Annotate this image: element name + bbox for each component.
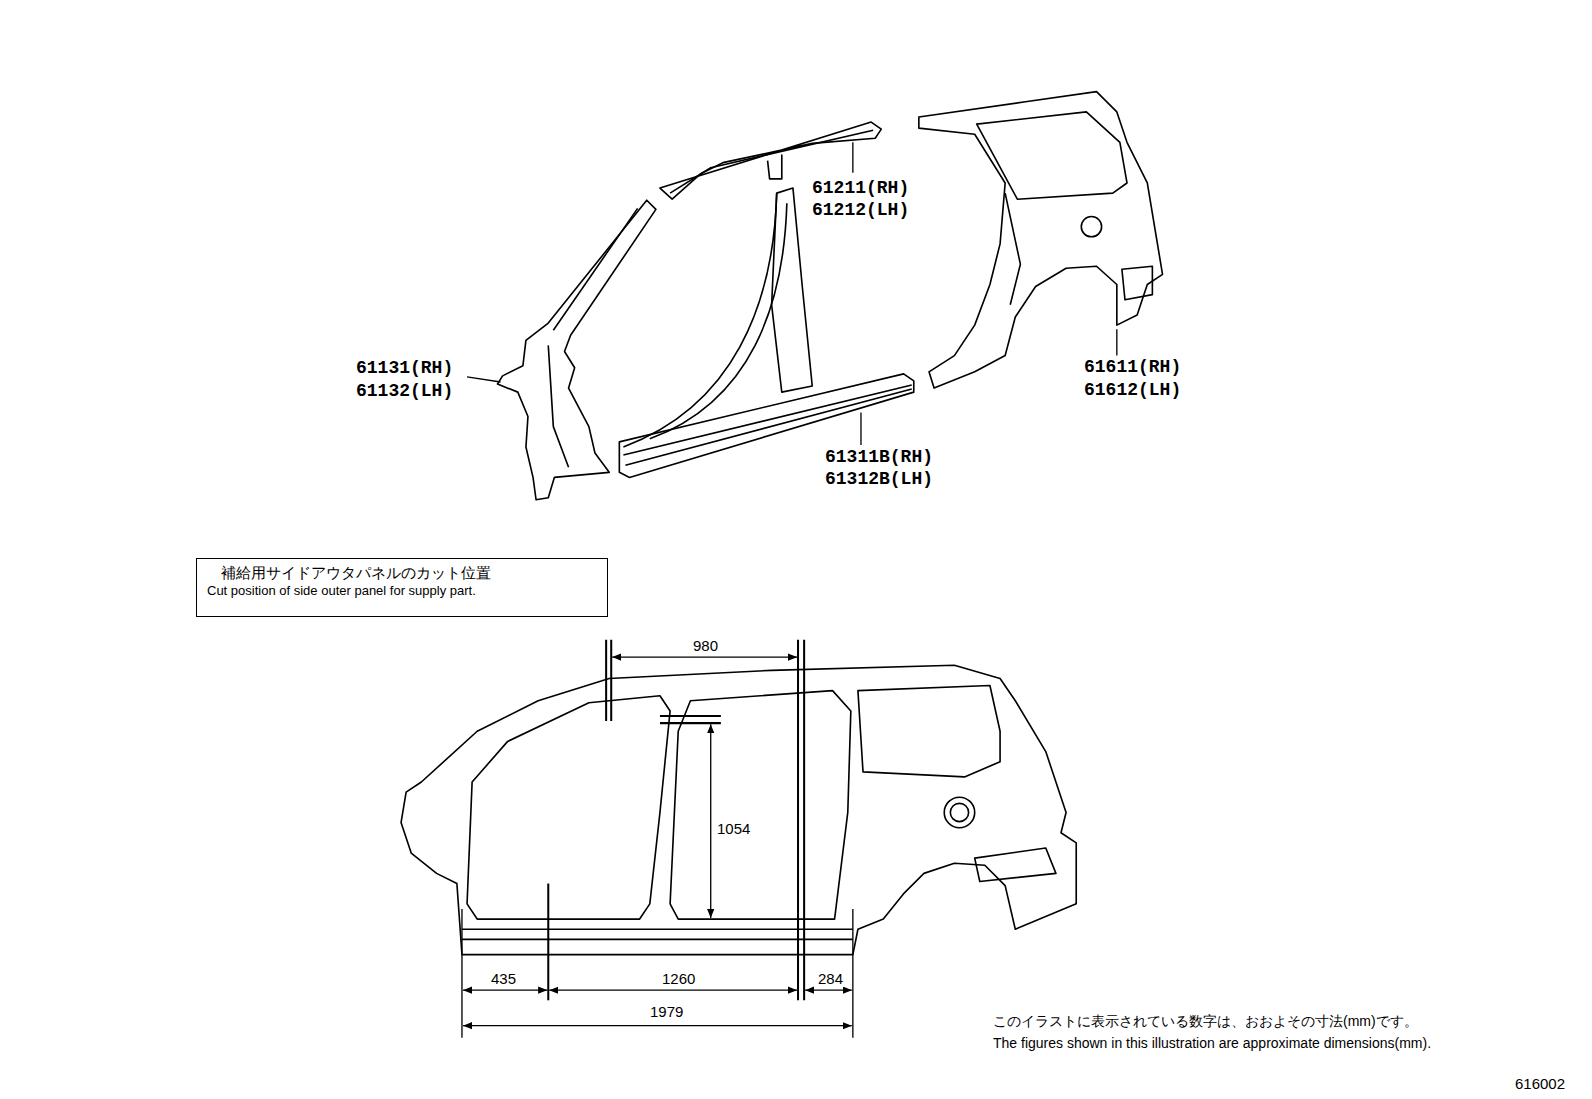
- footnote: このイラストに表示されている数字は、おおよその寸法(mm)です。: [993, 1013, 1418, 1029]
- part-number: 61132(LH): [356, 381, 453, 402]
- dimension: 1979: [648, 1003, 685, 1020]
- cut-lines: [548, 640, 804, 1000]
- front-pillar: [498, 200, 656, 500]
- quarter-panel: [919, 92, 1163, 388]
- dimension: 435: [489, 970, 518, 987]
- part-number: 61311B(RH): [825, 447, 933, 468]
- dimension: 284: [816, 970, 845, 987]
- note-text: Cut position of side outer panel for sup…: [207, 583, 597, 600]
- part-number: 61212(LH): [812, 200, 909, 221]
- part-number: 61312B(LH): [825, 469, 933, 490]
- leader-lines: [467, 142, 1117, 445]
- note-box: 補給用サイドアウタパネルのカット位置Cut position of side o…: [196, 558, 608, 617]
- center-pillar-rocker: [619, 188, 913, 477]
- side-outer-panel: [401, 665, 1076, 954]
- dimension: 980: [691, 637, 720, 654]
- part-number: 61131(RH): [356, 358, 453, 379]
- footnote: The figures shown in this illustration a…: [993, 1035, 1431, 1051]
- dimension: 1260: [660, 970, 697, 987]
- dimension: 1054: [715, 820, 752, 837]
- part-number: 61611(RH): [1084, 357, 1181, 378]
- figure-number: 616002: [1515, 1075, 1565, 1092]
- part-number: 61211(RH): [812, 178, 909, 199]
- note-heading: 補給用サイドアウタパネルのカット位置: [207, 563, 597, 583]
- part-number: 61612(LH): [1084, 380, 1181, 401]
- dimension-lines: [462, 657, 853, 1038]
